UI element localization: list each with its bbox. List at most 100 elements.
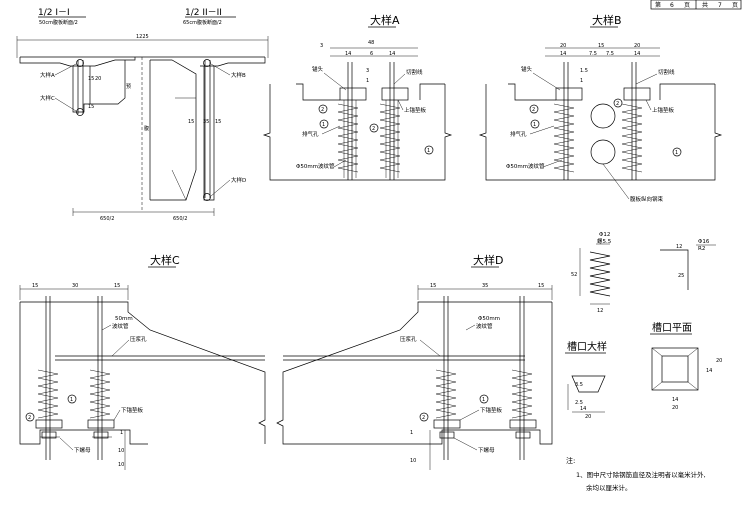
sheet-prefix: 第 (655, 1, 661, 9)
detail-c-dim-0: 15 (32, 283, 38, 289)
detail-c-label-dia: 50mm (115, 316, 133, 322)
detail-b-dim-3: 14 (560, 51, 566, 57)
detail-b-label-strand: 腹板纵向钢束 (630, 195, 664, 203)
groove-plan-dim-inner-h: 14 (706, 368, 712, 374)
groove-detail-dim-top: 14 (580, 406, 586, 412)
sheet-number: 6 (670, 2, 674, 9)
detail-c-side-0: 1 (120, 430, 123, 436)
detail-d-label-plate: 下锚垫板 (480, 406, 503, 414)
label-detail-c: 大样C (40, 94, 55, 102)
detail-a-dim-1: 48 (368, 40, 374, 46)
dim-bottom-left: 650/2 (100, 216, 114, 222)
detail-a-dim-3: 6 (370, 51, 373, 57)
detail-a-dim-0: 3 (320, 43, 323, 49)
notes-heading: 注: (566, 456, 575, 465)
section-sub-left: 50cm腹板断面/2 (39, 19, 78, 26)
dim-bottom-right: 650/2 (173, 216, 187, 222)
detail-b-label-vent: 排气孔 (510, 130, 527, 138)
spring-dim-width: 12 (597, 308, 603, 314)
dim-35: 35 (203, 119, 209, 125)
detail-b-callout-0: 2 (532, 107, 535, 113)
detail-d-dim-1: 35 (482, 283, 488, 289)
groove-plan: 槽口平面 14 20 14 20 (650, 321, 722, 411)
total-prefix: 共 (702, 1, 708, 9)
detail-a-label-duct: Φ50mm波纹管 (296, 162, 335, 170)
detail-a-label-vent: 排气孔 (302, 130, 319, 138)
notes-line-1: 1、图中尺寸除钢筋直径及注明者以毫米计外, (576, 470, 706, 479)
total-unit: 页 (732, 2, 738, 9)
spiral-rebar-detail: Φ12 螺5.5 52 12 (571, 232, 612, 314)
detail-b-label-cut: 切割线 (658, 68, 675, 76)
groove-plan-title: 槽口平面 (652, 321, 692, 334)
title-block: 第 6 页 共 7 页 (650, 0, 742, 10)
detail-c-dim-2: 15 (114, 283, 120, 289)
detail-c-title: 大样C (150, 253, 180, 267)
detail-b-dim-5: 7.5 (606, 51, 614, 57)
detail-c-side-1: 10 (118, 448, 124, 454)
detail-b-side-1: 1.5 (580, 68, 588, 74)
sheet-unit: 页 (684, 2, 690, 9)
detail-a-label-anchor: 锚头 (312, 65, 324, 73)
label-detail-b: 大样B (231, 71, 246, 79)
detail-a-dim-4: 14 (389, 51, 395, 57)
detail-a-callout-3: 2 (372, 126, 375, 132)
detail-a-label-plate: 上锚垫板 (404, 106, 427, 114)
detail-c: 大样C 15 30 15 50mm 波纹管 压浆孔 下锚垫板 下螺母 (19, 253, 266, 470)
detail-d: 大样D 15 35 15 Φ50mm 波纹管 压浆孔 下锚垫板 下螺母 1 2 … (276, 253, 553, 470)
rebar-dim-height: 25 (678, 273, 684, 279)
section-title-left: 1/2 I－I (38, 8, 70, 18)
detail-a-label-cut: 切割线 (406, 68, 423, 76)
section-sub-right: 65cm腹板断面/2 (183, 19, 222, 26)
detail-a: 大样A 3 48 14 6 14 1 3 锚头 切割线 上锚垫板 (262, 13, 453, 181)
detail-c-label-duct: 波纹管 (112, 322, 129, 330)
detail-d-side-0: 1 (410, 430, 413, 436)
detail-b-dim-0: 20 (560, 43, 566, 49)
notes: 注: 1、图中尺寸除钢筋直径及注明者以毫米计外, 余均以厘米计。 (566, 456, 706, 492)
detail-b-callout-3: 2 (616, 101, 619, 107)
detail-d-side-1: 10 (410, 458, 416, 464)
detail-d-callout-0: 1 (482, 397, 485, 403)
detail-a-callout-2: 1 (427, 148, 430, 154)
groove-plan-dim-outer-h: 20 (716, 358, 722, 364)
groove-plan-dim-outer-w: 20 (672, 405, 678, 411)
detail-a-dim-2: 14 (345, 51, 351, 57)
dim-15b: 15 (88, 104, 94, 110)
dim-20: 20 (95, 76, 101, 82)
detail-a-callout-0: 2 (321, 107, 324, 113)
detail-c-label-plate: 下锚垫板 (121, 406, 144, 414)
groove-detail-dim-h2: 2.5 (575, 400, 583, 406)
detail-d-callout-1: 2 (422, 415, 425, 421)
label-detail-a: 大样A (40, 71, 55, 79)
spring-label-top: Φ12 (599, 232, 610, 238)
detail-a-title: 大样A (370, 13, 400, 27)
detail-a-side-1: 3 (366, 68, 369, 74)
detail-b-label-plate: 上锚垫板 (652, 106, 675, 114)
detail-b-dim-4: 7.5 (589, 51, 597, 57)
dim-15a: 15 (88, 76, 94, 82)
detail-a-callout-1: 1 (322, 122, 325, 128)
detail-b-label-anchor: 锚头 (521, 65, 533, 73)
detail-b-dim-2: 20 (634, 43, 640, 49)
groove-detail-dim-bottom: 20 (585, 414, 591, 420)
detail-c-dim-1: 30 (72, 283, 78, 289)
detail-a-side-0: 1 (366, 78, 369, 84)
detail-b-dim-1: 15 (598, 43, 604, 49)
groove-detail-dim-h1: 3.5 (575, 382, 583, 388)
notes-line-2: 余均以厘米计。 (586, 483, 632, 492)
total-number: 7 (718, 2, 722, 9)
dim-total: 1225 (136, 34, 149, 40)
detail-d-label-grout: 压浆孔 (400, 335, 417, 343)
groove-detail: 槽口大样 3.5 2.5 14 20 (565, 340, 607, 420)
detail-b-dim-6: 14 (634, 51, 640, 57)
label-detail-d: 大样D (231, 176, 246, 184)
detail-d-label-dia: Φ50mm (478, 316, 500, 322)
rebar-label-top: Φ16 (698, 239, 710, 245)
bent-rebar-detail: Φ16 R2 12 25 (660, 239, 716, 290)
dim-15c: 15 (188, 119, 194, 125)
detail-c-label-grout: 压浆孔 (130, 335, 147, 343)
detail-b-callout-1: 1 (533, 122, 536, 128)
rebar-label-sub: R2 (698, 246, 705, 252)
dim-15d: 15 (215, 119, 221, 125)
